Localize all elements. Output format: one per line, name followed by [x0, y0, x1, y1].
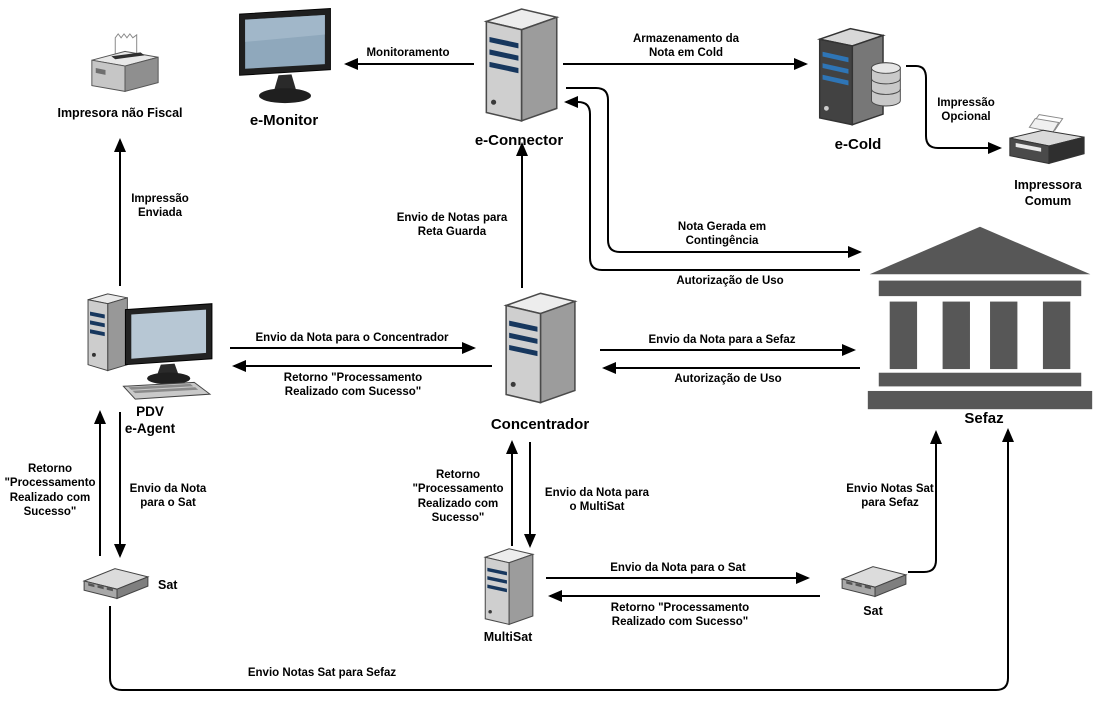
edge-label-autorizacao-uso-concentrador: Autorização de Uso — [674, 373, 782, 385]
edge-label-retorno-pdv-sat: Retorno "Processamento Realizado com Suc… — [4, 463, 96, 519]
common-printer-icon — [1009, 114, 1085, 165]
pdv-desktop-computer-icon — [87, 293, 213, 400]
receipt-printer-icon — [91, 33, 159, 92]
edge-envio-notas-sat-sefaz-left-arrow — [109, 428, 1014, 691]
node-label-e-cold: e-Cold — [834, 136, 882, 153]
edge-label-envio-nota-sat-left: Envio da Nota para o Sat — [129, 483, 207, 510]
node-label-sat-right: Sat — [863, 604, 883, 618]
sefaz-bank-icon — [867, 226, 1093, 410]
edge-label-envio-notas-sat-sefaz-left: Envio Notas Sat para Sefaz — [247, 667, 397, 679]
node-label-impresora-nao-fiscal: Impresora não Fiscal — [57, 106, 183, 120]
edge-impressao-opcional-arrow — [906, 65, 1002, 154]
edge-label-autorizacao-uso-connector: Autorização de Uso — [676, 275, 784, 287]
edge-label-envio-nota-multisat: Envio da Nota para o MultiSat — [544, 487, 650, 514]
node-label-e-connector: e-Connector — [474, 132, 564, 149]
node-label-sefaz: Sefaz — [964, 410, 1004, 427]
node-label-impressora-comum: Impressora Comum — [1014, 178, 1082, 208]
edge-label-envio-nota-concentrador: Envio da Nota para o Concentrador — [255, 332, 449, 344]
monitor-icon — [239, 8, 331, 104]
sat-left-router-icon — [83, 568, 149, 599]
edge-label-monitoramento: Monitoramento — [366, 47, 450, 59]
node-label-sat-left: Sat — [158, 578, 178, 592]
edge-label-armazenamento-cold: Armazenamento da Nota em Cold — [632, 33, 740, 60]
node-label-pdv-e-agent: PDV e-Agent — [124, 404, 176, 436]
edge-label-retorno-multisat-sat: Retorno "Processamento Realizado com Suc… — [610, 602, 750, 629]
edge-label-envio-notas-sat-sefaz-right: Envio Notas Sat para Sefaz — [846, 483, 934, 510]
node-label-multisat: MultiSat — [483, 630, 533, 644]
edge-label-envio-nota-sat-right: Envio da Nota para o Sat — [610, 562, 746, 574]
e-connector-server-icon — [485, 8, 558, 122]
edge-autorizacao-uso-connector-arrow — [564, 96, 860, 271]
edge-nota-contingencia-arrow — [566, 87, 862, 258]
node-label-concentrador: Concentrador — [490, 416, 590, 433]
multisat-server-icon — [484, 548, 534, 625]
edge-label-nota-contingencia: Nota Gerada em Contingência — [677, 221, 767, 248]
e-cold-server-database-icon — [818, 27, 902, 126]
edge-label-impressao-opcional: Impressão Opcional — [937, 97, 995, 124]
edge-envio-notas-sat-sefaz-right-arrow — [908, 430, 942, 573]
edge-label-envio-nota-sefaz: Envio da Nota para a Sefaz — [648, 334, 796, 346]
concentrador-server-icon — [505, 292, 576, 404]
edge-label-impressao-enviada: Impressão Enviada — [131, 193, 189, 220]
edge-label-retorno-pdv: Retorno "Processamento Realizado com Suc… — [283, 372, 423, 399]
sat-right-router-icon — [841, 566, 907, 597]
edge-label-reta-guarda: Envio de Notas para Reta Guarda — [396, 212, 508, 239]
edge-label-retorno-concentrador-multisat: Retorno "Processamento Realizado com Suc… — [412, 469, 504, 525]
node-label-e-monitor: e-Monitor — [249, 112, 319, 129]
